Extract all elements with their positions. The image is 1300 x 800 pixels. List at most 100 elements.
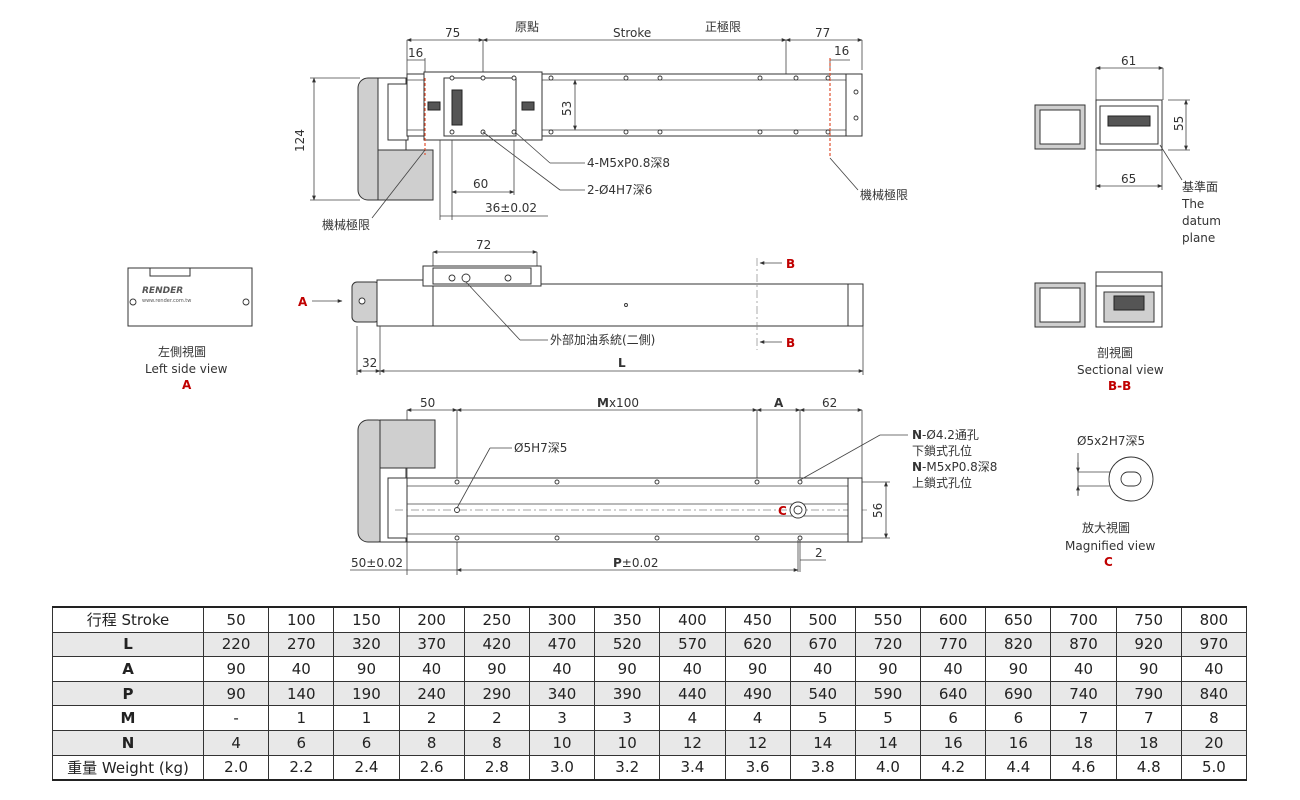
magnified-view: Ø5x2H7深5 放大視圖 Magnified view C [1065,434,1155,569]
table-cell: 670 [789,631,856,658]
table-cell: 490 [724,680,791,707]
dim-p-bold: P [613,556,622,570]
dim-62: 62 [822,396,837,410]
section-mark-b-top: B [786,257,795,271]
dim-53: 53 [560,101,574,116]
table-cell: 190 [333,680,400,707]
table-cell: 2.6 [398,754,465,782]
table-cell: 200 [398,605,465,633]
table-cell: 90 [854,656,922,682]
row-header: M [52,705,204,731]
table-cell: 620 [724,631,791,658]
table-cell: 90 [724,656,791,682]
table-cell: 970 [1180,631,1248,658]
table-cell: 420 [463,631,530,658]
table-cell: 4.8 [1115,754,1182,782]
table-cell: 6 [985,705,1052,731]
dim-77: 77 [815,26,830,40]
dim-2: 2 [815,546,823,560]
table-cell: 590 [854,680,922,707]
n-tapped-holes-sub: 上鎖式孔位 [912,475,972,490]
table-cell: 90 [202,680,270,707]
table-cell: 140 [268,680,335,707]
bottom-view: 50 Mx100 A 62 Ø5H7深5 N-Ø [350,396,997,575]
dim-m-x100: Mx100 [597,396,639,410]
table-cell: 390 [594,680,661,707]
dim-l: L [618,356,626,370]
table-cell: 2.4 [333,754,400,782]
table-cell: 840 [1180,680,1248,707]
table-cell: 640 [920,680,987,707]
table-cell: 90 [202,656,270,682]
n-through-holes-rest: -Ø4.2通孔 [922,428,979,442]
note-m5-tap: 4-M5xP0.8深8 [587,156,670,170]
note-dowel-holes: 2-Ø4H7深6 [587,183,652,197]
table-cell: 8 [398,729,465,756]
table-cell: 2.2 [268,754,335,782]
dim-a: A [774,396,784,410]
n-through-holes-bold: N [912,428,922,442]
table-cell: 5 [854,705,922,731]
sectional-view-title-zh: 剖視圖 [1097,345,1133,360]
row-header: N [52,729,204,756]
table-cell: 90 [333,656,400,682]
section-mark-b-bottom: B [786,336,795,350]
left-side-view-title-en: Left side view [145,362,228,376]
table-cell: 3.0 [528,754,596,782]
table-cell: 520 [594,631,661,658]
table-cell: 40 [789,656,856,682]
table-cell: 16 [985,729,1052,756]
table-cell: 40 [528,656,596,682]
table-cell: 800 [1180,605,1248,633]
dim-16-right: 16 [834,44,849,58]
dim-50: 50 [420,396,435,410]
table-cell: 6 [333,729,400,756]
datum-en-2: datum [1182,214,1221,228]
table-cell: 600 [920,605,987,633]
table-cell: 500 [789,605,856,633]
row-header: P [52,680,204,707]
datum-en-3: plane [1182,231,1215,245]
side-view: 72 A B B 外部加油系統(二側) 32 L [298,238,864,375]
table-cell: 8 [463,729,530,756]
table-cell: 16 [920,729,987,756]
dowel-hole-note: Ø5H7深5 [514,441,567,455]
table-cell: 4.6 [1050,754,1117,782]
row-header: 行程 Stroke [52,605,204,633]
dim-61: 61 [1121,54,1136,68]
table-cell: 50 [202,605,270,633]
row-header: 重量 Weight (kg) [52,754,204,782]
table-cell: 4.4 [985,754,1052,782]
magnified-view-title-en: Magnified view [1065,539,1155,553]
dim-36: 36±0.02 [485,201,537,215]
dim-p-tol: P±0.02 [613,556,659,570]
n-through-holes-sub: 下鎖式孔位 [912,443,972,458]
left-side-view-title-zh: 左側視圖 [158,344,206,359]
table-cell: 90 [1115,656,1182,682]
table-cell: 3.6 [724,754,791,782]
table-cell: 40 [1050,656,1117,682]
table-cell: 3 [594,705,661,731]
table-cell: 10 [528,729,596,756]
n-tapped-holes-bold: N [912,460,922,474]
table-cell: 370 [398,631,465,658]
dim-p-rest: ±0.02 [622,556,659,570]
table-cell: 5 [789,705,856,731]
dim-m-rest: x100 [609,396,639,410]
dim-32: 32 [362,356,377,370]
brand-logo: RENDER [142,286,183,296]
table-cell: 440 [659,680,726,707]
table-cell: 6 [920,705,987,731]
table-cell: 240 [398,680,465,707]
table-cell: 4 [659,705,726,731]
table-cell: 8 [1180,705,1248,731]
lube-note: 外部加油系統(二側) [550,332,655,347]
table-cell: 100 [268,605,335,633]
table-cell: 7 [1115,705,1182,731]
table-cell: 3.4 [659,754,726,782]
table-cell: 690 [985,680,1052,707]
table-cell: 250 [463,605,530,633]
